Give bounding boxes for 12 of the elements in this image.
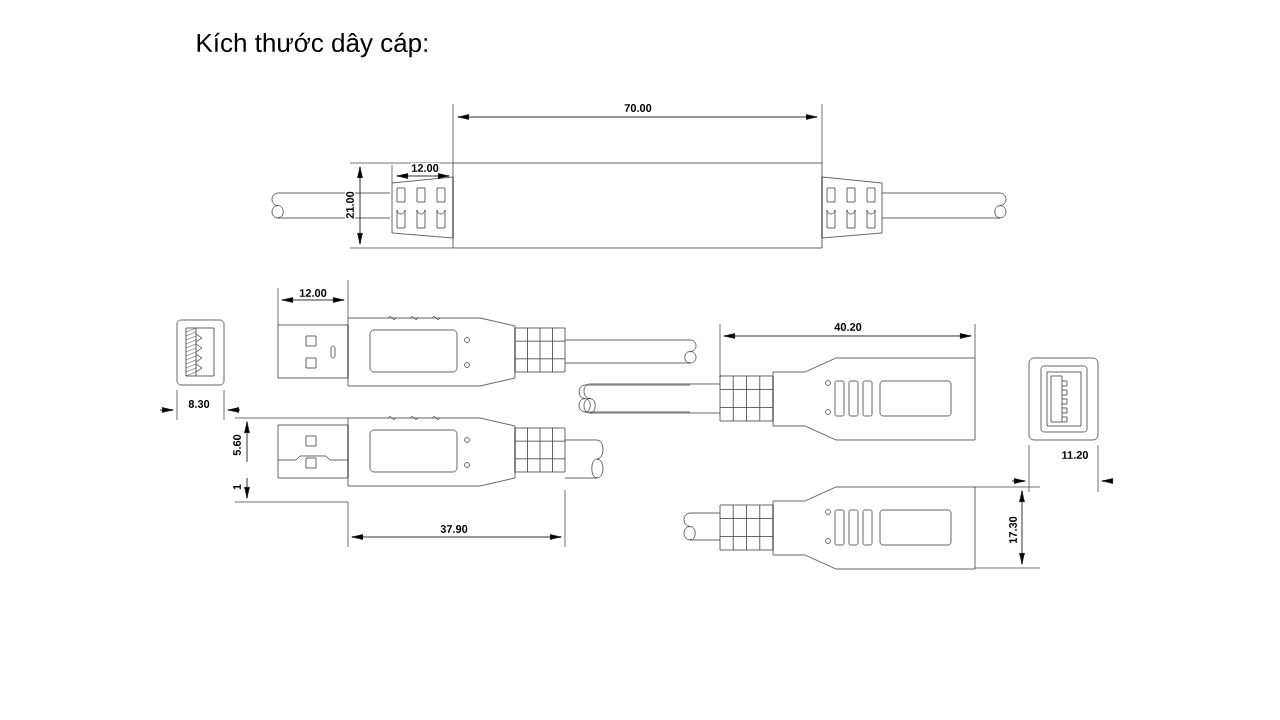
dimension-label: 21.00 xyxy=(346,191,354,219)
dimension-label: 40.20 xyxy=(834,323,862,331)
dimension-label: 12.00 xyxy=(411,164,439,172)
dimension-label: 5.60 xyxy=(233,434,241,456)
dimension-label: 1 xyxy=(233,484,241,490)
dimension-label: 70.00 xyxy=(624,104,652,112)
dimension-label: 8.30 xyxy=(188,400,210,408)
dimension-label: 12.00 xyxy=(299,289,327,297)
title: Kích thước dây cáp: xyxy=(197,32,427,58)
dimension-label: 37.90 xyxy=(440,525,468,533)
dimension-label: 11.20 xyxy=(1062,451,1088,459)
dimension-label: 17.30 xyxy=(1009,516,1017,544)
